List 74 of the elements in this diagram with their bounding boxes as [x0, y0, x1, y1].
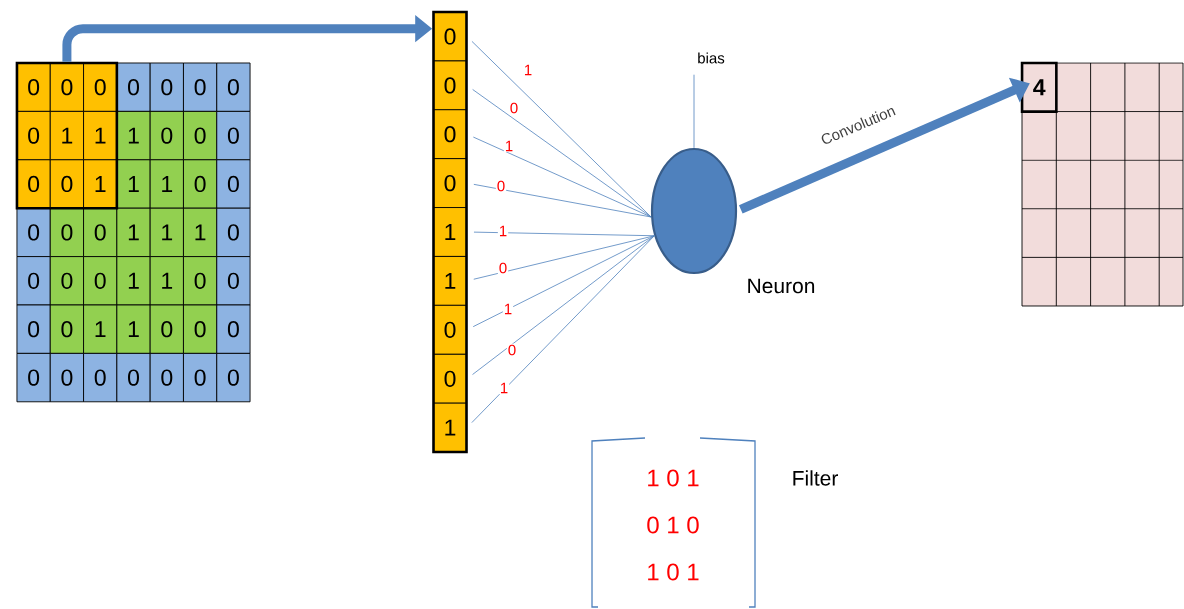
grid-cell: 0: [183, 352, 218, 403]
grid-cell: 1: [149, 256, 184, 306]
connection-line: [472, 235, 655, 328]
grid-cell: 0: [183, 110, 218, 161]
grid-cell: 0: [216, 62, 251, 112]
grid-cell: 1: [149, 159, 184, 209]
bias-label: bias: [698, 52, 725, 64]
edge-label: 0: [506, 343, 518, 357]
grid-cell: 0: [116, 62, 151, 112]
grid-cell: 0: [49, 62, 84, 112]
connection-line: [472, 136, 652, 218]
grid-cell: 1: [49, 110, 84, 161]
edge-label: 1: [502, 302, 514, 316]
grid-cell: 1: [116, 159, 151, 209]
grid-cell: 0: [83, 352, 118, 403]
grid-cell: 0: [16, 110, 51, 161]
grid-cell: 0: [183, 256, 218, 306]
grid-cell: 1: [83, 110, 118, 161]
grid-cell: 0: [49, 207, 84, 258]
grid-cell: 0: [16, 352, 51, 403]
grid-cell: 0: [16, 62, 51, 112]
grid-cell: 0: [149, 62, 184, 112]
edge-label: 0: [495, 179, 507, 193]
connection-line: [472, 235, 655, 375]
grid-cell: 0: [83, 256, 118, 306]
grid-cell: 0: [183, 304, 218, 354]
connection-line: [471, 235, 655, 423]
grid-cell: 1: [116, 110, 151, 161]
connection-line: [693, 74, 695, 149]
connection-line: [473, 183, 652, 218]
edge-label: 1: [522, 63, 534, 77]
grid-cell: 0: [216, 207, 251, 258]
grid-cell: 0: [16, 256, 51, 306]
node-label: Neuron: [748, 278, 815, 294]
grid-cell: 0: [16, 207, 51, 258]
edge-label: 1: [498, 381, 510, 395]
grid-cell: 0: [149, 352, 184, 403]
edge-label: 1: [497, 224, 509, 238]
grid-cell: 0: [49, 256, 84, 306]
grid-cell: 0: [216, 256, 251, 306]
grid-cell: 0: [183, 62, 218, 112]
grid-cell: 0: [216, 159, 251, 209]
connection-line: [473, 231, 655, 237]
grid-cell: 0: [16, 159, 51, 209]
grid-cell: 0: [49, 352, 84, 403]
grid-cell: 1: [83, 304, 118, 354]
grid-cell: 1: [83, 159, 118, 209]
grid-cell: 1: [149, 207, 184, 258]
grid-cell: 1: [116, 304, 151, 354]
output-cell: 4: [1020, 61, 1058, 113]
edge-label: 0: [508, 101, 520, 115]
grid-cell: 0: [83, 62, 118, 112]
grid-cell: 0: [216, 110, 251, 161]
edge-label: 0: [497, 261, 509, 275]
connection-line: [472, 89, 652, 218]
grid-cell: 1: [183, 207, 218, 258]
grid-cell: 0: [149, 304, 184, 354]
grid-cell: 1: [116, 207, 151, 258]
highlight-window: [15, 61, 119, 210]
edge-label: 1: [503, 139, 515, 153]
grid-cell: 0: [49, 304, 84, 354]
grid-cell: 0: [216, 304, 251, 354]
grid-cell: 0: [49, 159, 84, 209]
filter-matrix: 1 0 1 0 1 0 1 0 1: [591, 437, 756, 608]
grid-cell: 0: [83, 207, 118, 258]
grid-cell: 0: [149, 110, 184, 161]
grid-cell: 0: [116, 352, 151, 403]
grid-cell: 0: [216, 352, 251, 403]
grid-cell: 1: [116, 256, 151, 306]
filter-label: Filter: [793, 470, 838, 486]
output-grid: [1021, 62, 1184, 307]
grid-cell: 0: [16, 304, 51, 354]
vector-column: [432, 10, 468, 454]
grid-cell: 0: [183, 159, 218, 209]
